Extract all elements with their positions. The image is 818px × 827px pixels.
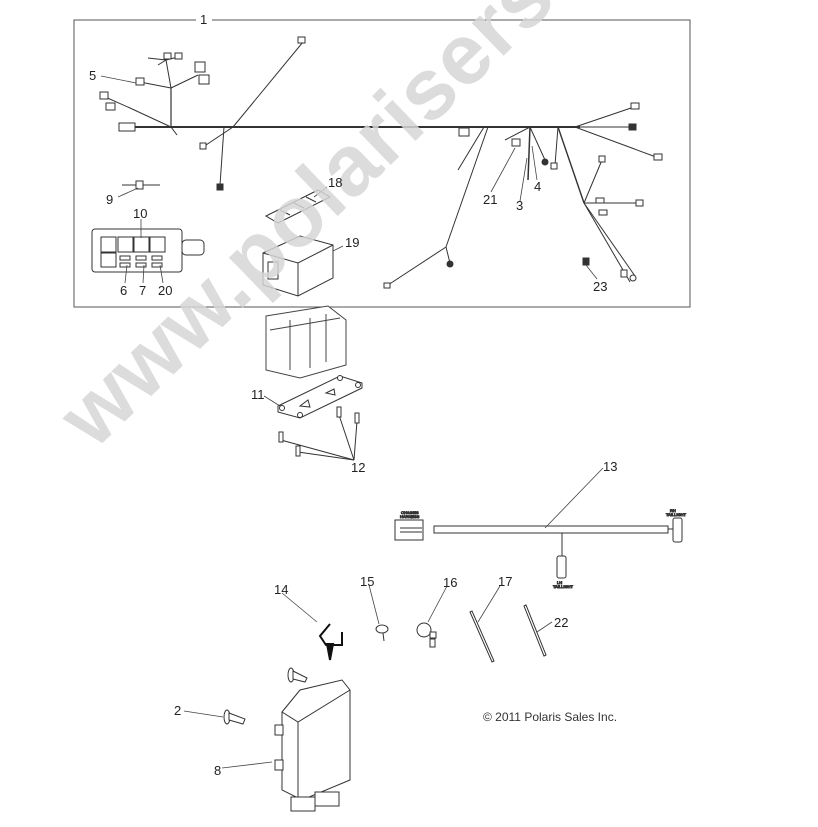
leader-lines [100,75,604,769]
label-lh-taillight: LH [557,580,562,585]
copyright-notice: © 2011 Polaris Sales Inc. [483,710,618,724]
callout-10: 10 [133,206,148,221]
part-19-cover [262,235,334,297]
part-2-screws [223,667,308,725]
label-chassis-harness: CHASSIS [401,510,419,515]
callout-5: 5 [89,68,97,83]
main-wiring-harness [99,36,663,289]
callout-7: 7 [139,283,147,298]
group-box-1 [73,19,691,308]
callout-8: 8 [214,763,222,778]
callout-21: 21 [483,192,498,207]
part-17-cable-tie [469,610,495,663]
callout-4: 4 [534,179,542,194]
part-14-clip [318,623,343,661]
callout-17: 17 [498,574,513,589]
part-13-taillight-harness: CHASSIS HARNESS RH TAILLIGHT LH TAILLIGH… [394,508,687,590]
part-22-cable-tie [523,604,547,657]
callout-11: 11 [251,387,265,402]
callout-1: 1 [200,12,208,27]
label-rh-taillight: RH [670,508,676,513]
callout-22: 22 [554,615,569,630]
part-18-label-decal [264,189,332,224]
callout-18: 18 [328,175,343,190]
part-9-fuse-link [122,180,160,190]
part-11-mounting-bracket [277,375,363,419]
callout-19: 19 [345,235,360,250]
callout-13: 13 [603,459,618,474]
callout-6: 6 [120,283,128,298]
callout-20: 20 [158,283,173,298]
callout-23: 23 [593,279,608,294]
callout-14: 14 [274,582,289,597]
svg-text:TAILLIGHT: TAILLIGHT [666,512,686,517]
callout-3: 3 [516,198,524,213]
svg-text:HARNESS: HARNESS [400,514,420,519]
callout-12: 12 [351,460,366,475]
fuse-block-assembly [265,305,347,379]
part-12-screws [278,406,360,461]
callout-16: 16 [443,575,458,590]
part-10-fuse-box [91,228,205,273]
callout-2: 2 [174,703,182,718]
part-8-control-module [274,679,351,812]
part-16-clamp [416,622,437,648]
callout-9: 9 [106,192,114,207]
callout-15: 15 [360,574,375,589]
part-15-clamp [375,624,389,642]
svg-text:TAILLIGHT: TAILLIGHT [553,584,573,589]
